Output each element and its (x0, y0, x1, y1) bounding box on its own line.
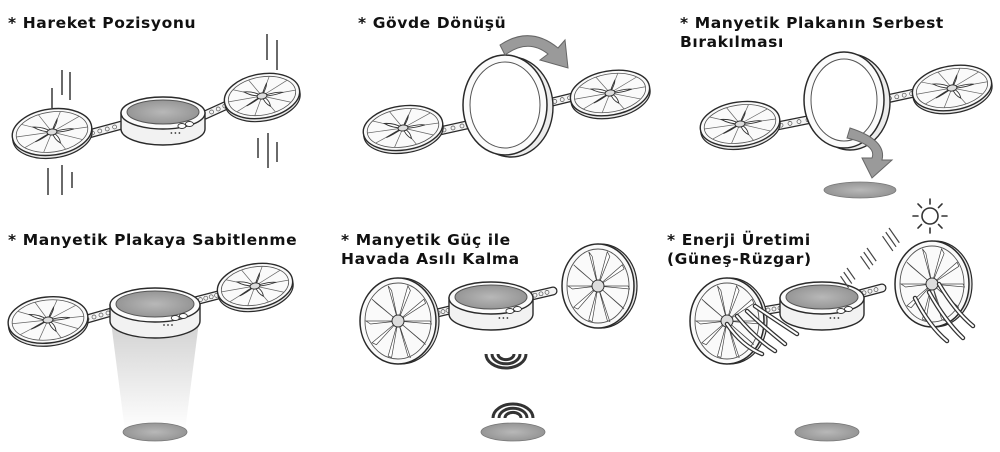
propeller-icon (359, 277, 440, 365)
caption-line: * Enerji Üretimi (667, 231, 811, 249)
panel-caption: * Manyetik Plakaya Sabitlenme (8, 231, 297, 250)
magnetic-plate-icon (785, 284, 859, 310)
magnetic-plate-icon (794, 422, 860, 442)
magnetic-plate-icon (823, 181, 897, 199)
drone-scene-fixing (7, 262, 294, 442)
drone-release (699, 51, 993, 199)
panel-magnetic-hover: * Manyetik Güç ile Havada Asılı Kalma (333, 226, 666, 452)
drone-body-icon (120, 96, 206, 146)
rotation-arrow-icon (499, 35, 569, 69)
drone-scene-release (699, 51, 993, 199)
wind-arrow (744, 308, 788, 347)
wind-arrow (936, 281, 976, 329)
magnetic-beam (110, 314, 200, 431)
wind-arrow (752, 303, 800, 337)
caption-line: * Gövde Dönüşü (358, 14, 507, 32)
caption-line: * Manyetik Plakaya Sabitlenme (8, 231, 298, 249)
drone-body-icon (462, 54, 554, 158)
drone-body-icon (109, 287, 201, 339)
panel-caption: * Manyetik Güç ile Havada Asılı Kalma (341, 231, 520, 269)
propeller-icon (569, 69, 651, 120)
wind-arrow (724, 321, 765, 357)
wind-arrow (734, 313, 778, 354)
sun-icon (912, 198, 948, 234)
drone (11, 72, 301, 160)
drone-rotated (362, 35, 651, 158)
magnetic-plate-icon (480, 422, 546, 442)
drone-scene-motion (11, 34, 301, 195)
drone-fixing (7, 262, 294, 442)
motion-lines (47, 34, 278, 195)
propeller-icon (223, 72, 301, 123)
propeller-icon (561, 243, 638, 329)
propeller-icon (216, 262, 294, 313)
magnetic-wave-icon (491, 402, 535, 419)
panel-plate-release: * Manyetik Plakanın Serbest Bırakılması (672, 0, 1000, 226)
caption-line: * Manyetik Plakanın Serbest (680, 14, 944, 32)
panel-caption: * Enerji Üretimi (Güneş-Rüzgar) (667, 231, 812, 269)
propeller-icon (911, 64, 993, 115)
wind-icon (860, 247, 877, 270)
wind-arrow (926, 289, 966, 341)
drone-hover (359, 243, 638, 442)
caption-line: Bırakılması (680, 33, 784, 51)
drone-scene-rotation (362, 35, 651, 158)
wind-arrow (912, 295, 950, 344)
panel-caption: * Gövde Dönüşü (358, 14, 506, 33)
magnetic-wave-icon (484, 353, 528, 370)
magnetic-plate-icon (454, 284, 528, 310)
propeller-icon (689, 277, 768, 365)
magnetic-plate-icon (115, 290, 195, 318)
caption-line: (Güneş-Rüzgar) (667, 250, 812, 268)
panel-plate-fixing: * Manyetik Plakaya Sabitlenme (0, 226, 333, 452)
caption-line: * Manyetik Güç ile (341, 231, 511, 249)
wind-icon (882, 227, 900, 252)
magnetic-plate-icon (122, 422, 188, 442)
panel-motion-position: * Hareket Pozisyonu (0, 0, 333, 226)
propeller-icon (699, 100, 781, 151)
drone-scene-energy (689, 198, 976, 442)
drone-body-icon (448, 281, 534, 331)
drone-scene-hover (359, 243, 638, 442)
caption-line: Havada Asılı Kalma (341, 250, 520, 268)
panel-energy-generation: * Enerji Üretimi (Güneş-Rüzgar) (667, 198, 1000, 452)
magnetic-plate-icon (126, 99, 200, 125)
propeller-icon (362, 104, 444, 155)
propeller-icon (11, 107, 93, 160)
wind-icon (840, 267, 856, 289)
drone-energy (689, 198, 976, 442)
propeller-icon (7, 296, 89, 347)
drone-body-icon (803, 51, 891, 151)
panel-caption: * Hareket Pozisyonu (8, 14, 196, 33)
rotation-arrow-icon (846, 127, 894, 179)
drone-body-icon (779, 281, 865, 331)
caption-line: * Hareket Pozisyonu (8, 14, 197, 32)
panel-body-rotation: * Gövde Dönüşü (340, 0, 673, 226)
panel-caption: * Manyetik Plakanın Serbest Bırakılması (680, 14, 944, 52)
